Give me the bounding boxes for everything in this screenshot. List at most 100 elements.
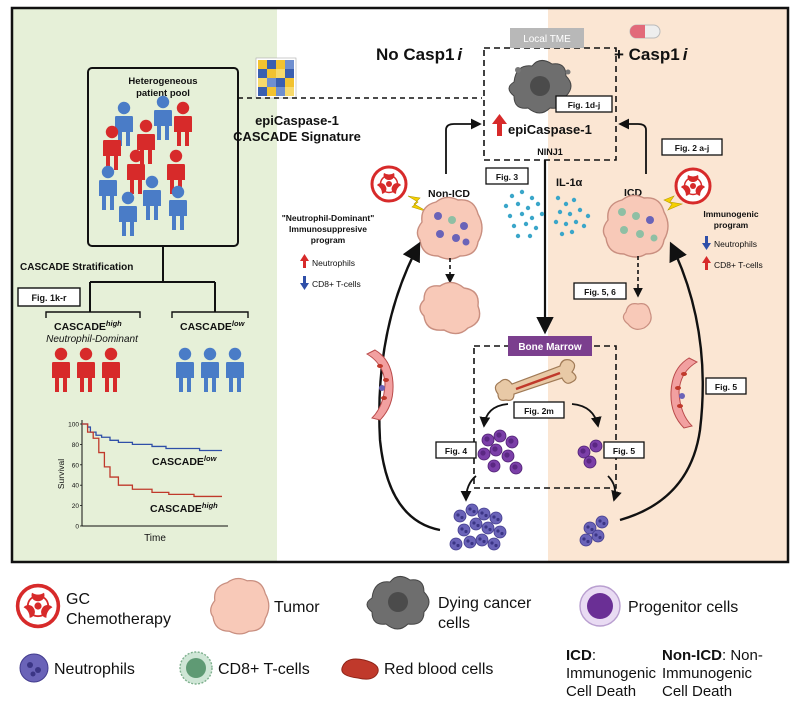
legend-neutrophil-icon [19,653,49,683]
cytokine-dot [573,219,579,225]
cytokine-dot [515,201,521,207]
legend-cd8-icon [179,651,213,685]
high-group-bracket [45,311,141,318]
fig-1k-r-label: Fig. 1k-r [31,293,67,303]
icd-to-tme-arrow [618,118,647,174]
stratification-label: CASCADE Stratification [20,262,133,273]
fig-5-box-b [705,377,747,395]
ninj1-label: NINJ1 [537,147,563,157]
progenitor-cluster-left [477,429,523,475]
non-icd-cd8: CD8+ T-cells [312,279,361,289]
icd-tumor-cells [618,208,658,242]
non-icd-tumor-icon [416,196,483,260]
epicaspase-label: epiCaspase-1 [508,122,592,137]
survival-curve-low [82,423,222,452]
cytokine-dot [515,233,521,239]
cytokine-dot [571,197,577,203]
high-group-sublabel: Neutrophil-Dominant [46,334,139,345]
survival-ytick-label: 60 [72,462,80,469]
legend-progenitor-icon [579,585,621,627]
legend-tumor-icon [210,577,270,635]
cytokine-dot [577,207,583,213]
fig-2a-j-box [661,138,723,156]
cytokine-dot [511,223,517,229]
fig-5-label-a: Fig. 5 [613,446,635,456]
fig-1k-r-box [17,287,81,307]
non-icd-label: Non-ICD [428,188,470,200]
cytokine-dot [563,201,569,207]
cytokine-dot [539,211,545,217]
cytokine-dot [555,195,561,201]
cytokine-dot [559,231,565,237]
cytokine-dot [525,205,531,211]
cytokine-dot [519,211,525,217]
icd-neutrophils: Neutrophils [714,239,757,249]
legend-rbc-label: Red blood cells [384,661,493,678]
fig-5-6-label: Fig. 5, 6 [584,287,616,297]
cytokine-dot [585,213,591,219]
bone-to-left-arrow [479,403,509,428]
cytokine-dot [503,203,509,209]
cd8-up-icon-right [702,256,711,270]
cytokine-dot [553,219,559,225]
legend-tumor-label: Tumor [274,599,320,616]
fig-5-6-box [573,282,627,300]
bone-to-right-arrow [571,403,602,428]
icd-cd8: CD8+ T-cells [714,260,763,270]
survival-ytick-label: 40 [72,483,80,490]
pill-icon [629,24,661,39]
fig-1d-j-label: Fig. 1d-j [568,100,601,110]
survival-xlabel: Time [144,533,166,544]
legend-progenitor-label: Progenitor cells [628,599,738,616]
cytokine-dot [529,215,535,221]
legend-dying-cell-icon [366,576,430,630]
cytokine-dot [567,211,573,217]
neutrophil-cluster-large [449,503,507,551]
right-output-arrow [607,475,622,502]
legend-neutrophil-label: Neutrophils [54,661,135,678]
lightning-icon-right [663,195,684,211]
left-circulation-arrow [378,241,441,532]
non-icd-tumor-cells [434,212,470,246]
legend-chemo-icon [15,583,61,629]
chemo-icon-right [674,167,712,205]
cytokine-dot [557,209,563,215]
survival-ytick-label: 100 [68,422,79,429]
survival-ytick-label: 0 [75,524,79,531]
survival-ytick-label: 20 [72,503,80,510]
cytokine-dot [581,223,587,229]
il1a-label: IL-1α [556,177,583,189]
icd-shrunk-tumor-icon [622,303,652,330]
cd8-down-icon-left [300,276,309,290]
survival-curve-high [82,423,222,498]
fig-2m-label: Fig. 2m [524,406,554,416]
fig-4-label: Fig. 4 [445,446,467,456]
cytokine-dot [527,233,533,239]
legend-cd8-label: CD8+ T-cells [218,661,310,678]
il1a-cytokine-dots [503,189,591,239]
non-icd-neutrophils: Neutrophils [312,258,355,268]
bone-marrow-title-box [508,336,592,356]
up-arrow-icon [492,114,507,136]
non-icd-grown-tumor-icon [419,281,481,335]
low-group-bracket [171,311,249,318]
fig-5-box-a [603,441,645,459]
left-output-arrow [460,475,477,502]
cytokine-dot [535,201,541,207]
cytokine-dot [523,221,529,227]
cytokine-dot [563,221,569,227]
icd-tumor-icon [602,194,669,258]
fig-2m-box [513,401,565,419]
neutrophils-down-icon-right [702,236,711,250]
cytokine-dot [509,193,515,199]
left-panel-background [12,8,277,562]
